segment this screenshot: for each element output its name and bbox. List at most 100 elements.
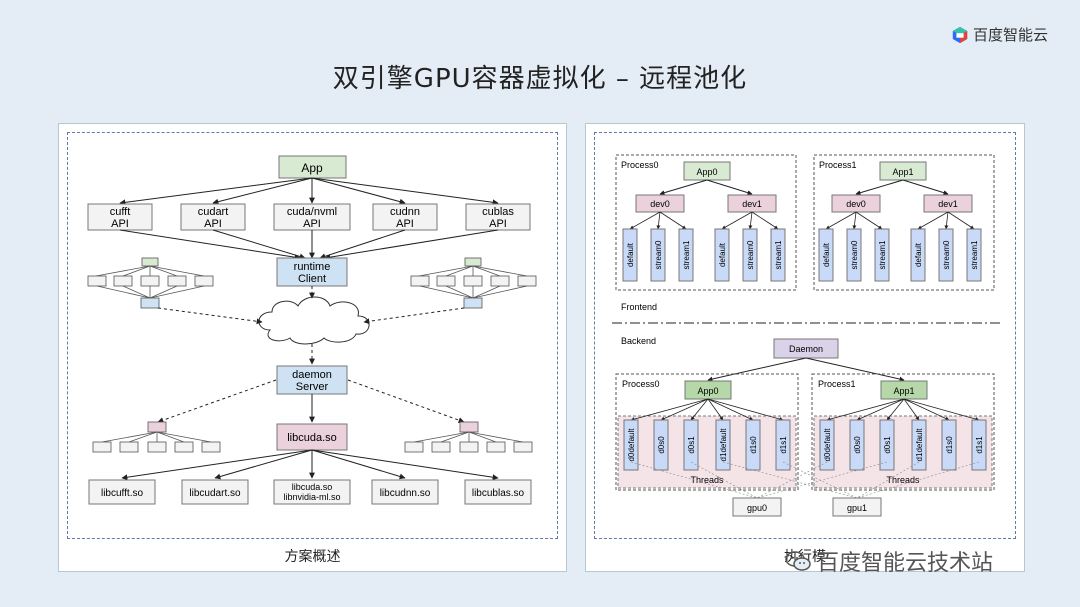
svg-text:libcuda.so: libcuda.so [292, 482, 333, 492]
network-cloud-icon [258, 296, 370, 345]
brand-name: 百度智能云 [972, 26, 1048, 44]
svg-text:Threads: Threads [886, 475, 920, 485]
stream-node: default [818, 228, 834, 282]
lib-node: libcudart.so [181, 479, 249, 505]
stream-node: stream0 [742, 228, 758, 282]
svg-text:cuda/nvml: cuda/nvml [287, 206, 337, 218]
backend-process-1: Process1 App1 Threads [811, 373, 995, 491]
thread-node: d1default [911, 419, 927, 471]
mini-server-tree-right [404, 421, 533, 453]
svg-text:Process1: Process1 [819, 160, 857, 170]
svg-text:d1s1: d1s1 [779, 436, 788, 454]
hexagon-cube-logo-icon [952, 26, 968, 43]
stream-node: stream0 [846, 228, 862, 282]
page-title: 双引擎GPU容器虚拟化 – 远程池化 [332, 64, 748, 94]
wechat-icon [785, 551, 811, 571]
svg-text:libcudnn.so: libcudnn.so [380, 488, 431, 499]
backend-label: Backend [621, 336, 656, 346]
svg-text:d1s1: d1s1 [975, 436, 984, 454]
stream-node: stream1 [770, 228, 786, 282]
thread-node: d0default [819, 419, 835, 471]
svg-text:Server: Server [296, 381, 329, 393]
svg-text:daemon: daemon [292, 369, 332, 381]
svg-text:API: API [204, 218, 222, 230]
svg-text:d1default: d1default [719, 428, 728, 462]
svg-text:stream0: stream0 [942, 240, 951, 269]
libcuda-node: libcuda.so [276, 423, 348, 451]
svg-text:d0s1: d0s1 [687, 436, 696, 454]
overview-caption: 方案概述 [284, 549, 341, 565]
svg-text:Client: Client [298, 273, 326, 285]
svg-text:libcufft.so: libcufft.so [101, 488, 143, 499]
mini-client-tree-left [87, 257, 214, 309]
stream-node: stream1 [678, 228, 694, 282]
daemon-node: Daemon [773, 338, 839, 359]
svg-text:stream1: stream1 [682, 240, 691, 269]
stream-node: default [622, 228, 638, 282]
svg-text:d0default: d0default [823, 428, 832, 462]
lib-node: libcublas.so [464, 479, 532, 505]
api-runtime-edges [119, 229, 499, 261]
svg-text:d0s1: d0s1 [883, 436, 892, 454]
cloud-edges [157, 286, 465, 424]
svg-text:d1default: d1default [915, 428, 924, 462]
svg-text:API: API [396, 218, 414, 230]
svg-text:stream1: stream1 [774, 240, 783, 269]
svg-text:d1s0: d1s0 [945, 436, 954, 454]
watermark: 百度智能云技术站 [785, 545, 993, 577]
svg-text:API: API [111, 218, 129, 230]
stream-node: stream0 [938, 228, 954, 282]
daemon-server-node: daemon Server [276, 365, 348, 395]
svg-text:libcublas.so: libcublas.so [472, 488, 525, 499]
svg-text:cudnn: cudnn [390, 206, 420, 218]
gpu-node: gpu1 [832, 497, 882, 517]
api-node: cuda/nvml API [273, 203, 351, 231]
svg-text:dev0: dev0 [650, 199, 670, 209]
thread-node: d1s1 [775, 419, 791, 471]
svg-text:App0: App0 [696, 167, 717, 177]
svg-text:API: API [489, 218, 507, 230]
daemon-edge [805, 357, 905, 382]
svg-text:default: default [914, 242, 923, 267]
svg-text:cudart: cudart [198, 206, 229, 218]
libcuda-lib-edges [121, 449, 499, 481]
svg-text:App1: App1 [893, 386, 914, 396]
stream-node: default [910, 228, 926, 282]
svg-text:Process0: Process0 [621, 160, 659, 170]
svg-text:stream0: stream0 [850, 240, 859, 269]
frontend-label: Frontend [621, 302, 657, 312]
lib-node: libcufft.so [88, 479, 156, 505]
svg-text:Threads: Threads [690, 475, 724, 485]
thread-node: d0default [623, 419, 639, 471]
thread-node: d1s0 [745, 419, 761, 471]
svg-text:stream0: stream0 [654, 240, 663, 269]
app-api-edges [119, 177, 499, 206]
svg-text:stream0: stream0 [746, 240, 755, 269]
svg-text:stream1: stream1 [878, 240, 887, 269]
thread-node: d0s1 [879, 419, 895, 471]
stream-node: stream0 [650, 228, 666, 282]
svg-text:dev0: dev0 [846, 199, 866, 209]
thread-layer: d0default d0s0 d0s1 d1default d1s0 d1s1 d0defa… [623, 419, 987, 471]
svg-text:Process1: Process1 [818, 379, 856, 389]
lib-node: libcudnn.so [371, 479, 439, 505]
thread-node: d0s0 [849, 419, 865, 471]
svg-text:d0default: d0default [627, 428, 636, 462]
daemon-edge [707, 357, 807, 382]
svg-text:API: API [303, 218, 321, 230]
mini-server-tree-left [92, 421, 221, 453]
thread-node: d0s1 [683, 419, 699, 471]
svg-text:Daemon: Daemon [789, 344, 823, 354]
svg-text:gpu1: gpu1 [847, 503, 867, 513]
frontend-process-0: Process0 App0 dev0 dev1 [615, 154, 797, 291]
gpu-node: gpu0 [732, 497, 782, 517]
svg-text:default: default [822, 242, 831, 267]
thread-gpu-edges [630, 461, 980, 499]
svg-text:dev1: dev1 [742, 199, 762, 209]
svg-text:App0: App0 [697, 386, 718, 396]
thread-node: d1s0 [941, 419, 957, 471]
svg-text:App1: App1 [892, 167, 913, 177]
runtime-client-node: runtime Client [276, 257, 348, 287]
